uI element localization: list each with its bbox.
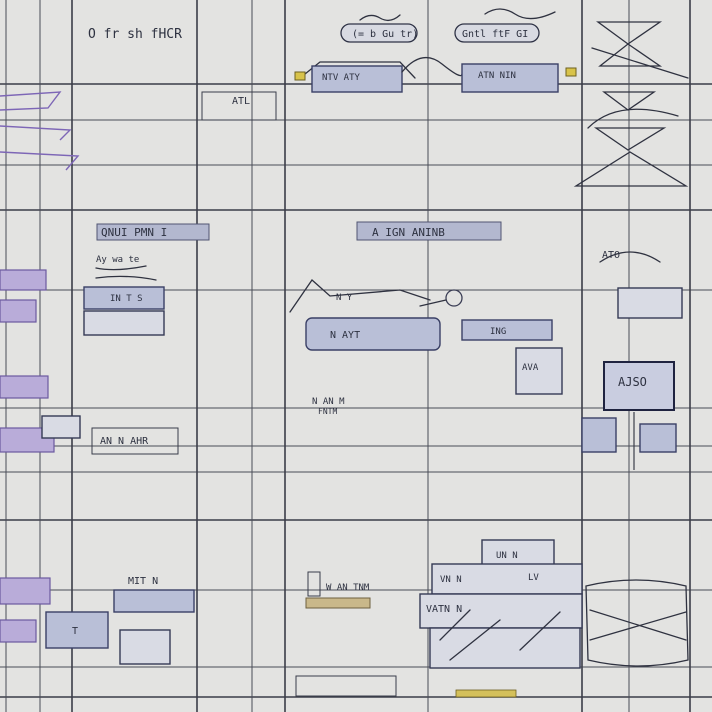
mid-lower-left-frame — [91, 427, 179, 455]
mid-left-notes: Ay wa te — [96, 255, 139, 265]
mid-center-module — [305, 317, 441, 351]
top-module-2-label: ATN NIN — [478, 71, 516, 81]
mid-center-module-label: N AYT — [330, 330, 360, 341]
top-tag-2: Gntl ftF GI — [462, 29, 528, 40]
top-module-1-label: NTV ATY — [322, 73, 361, 83]
mid-title-center: A IGN ANINB — [372, 226, 445, 239]
top-tag-1-scribble — [359, 14, 401, 22]
bottom-right-label-3: LV — [528, 573, 539, 583]
mid-left-scribble — [95, 265, 157, 281]
mid-title-center-frame — [356, 221, 502, 241]
bottom-left-label: MIT N — [128, 576, 158, 587]
top-tag-1: (= b Gu tr) — [352, 29, 418, 40]
bottom-right-label-1: VN N — [440, 575, 462, 585]
mid-center-sub: FNTM — [318, 407, 337, 416]
mid-lower-center: N AN M — [312, 397, 345, 407]
mid-left-box-lower — [83, 310, 165, 336]
mid-right-box-main-label: AJSO — [618, 375, 647, 389]
mid-center-arm — [419, 299, 447, 307]
left-purple-sketches — [0, 91, 80, 643]
bottom-right-structure — [419, 539, 583, 698]
mid-right-top-box — [617, 287, 683, 319]
bottom-left-box-label: T — [72, 626, 78, 637]
bottom-left-small-box — [119, 629, 171, 665]
top-tag-2-scribble — [484, 8, 556, 20]
mid-right-cap: ING — [490, 327, 506, 337]
mid-center-roof — [289, 279, 431, 313]
mid-title-left: QNUI PMN I — [101, 226, 167, 239]
top-small-frame — [201, 91, 277, 121]
bottom-left-wide-box — [113, 589, 195, 613]
top-small-label: ATL — [232, 96, 250, 107]
hourglass-sketch — [573, 21, 689, 187]
bottom-center-frame — [295, 675, 397, 697]
mid-right-box-main — [603, 361, 675, 411]
top-module-1-roof — [299, 61, 416, 79]
mid-right-box-small — [515, 347, 563, 395]
bottom-center-text: W AN TNM — [326, 583, 370, 593]
top-tag-2-frame — [454, 23, 540, 43]
top-module-2-yellow-tab — [565, 67, 577, 77]
mid-left-box — [83, 286, 165, 310]
top-module-1 — [311, 65, 403, 93]
bottom-center-strip — [305, 597, 371, 609]
mid-title-left-frame — [96, 223, 210, 241]
mid-right-note-scribble — [599, 251, 661, 263]
top-module-1-yellow-tab — [294, 71, 306, 81]
mid-left-box-label: IN T S — [110, 294, 143, 304]
bottom-left-box — [45, 611, 109, 649]
bottom-right-head: UN N — [496, 551, 518, 561]
bottom-right-label-2: VATN N — [426, 604, 462, 615]
mid-center-cap: N Y — [336, 293, 353, 303]
bottom-center-post — [307, 571, 321, 597]
mid-center-knob-icon — [445, 289, 463, 307]
mid-right-cap-box — [461, 319, 553, 341]
top-left-note: O fr sh fHCR — [88, 27, 182, 42]
mid-right-box-small-label: AVA — [522, 363, 539, 373]
bottom-right-oval-sketch — [585, 579, 689, 667]
top-module-2 — [461, 63, 559, 93]
mid-right-side-panel-left — [581, 417, 617, 453]
mid-lower-left: AN N AHR — [100, 436, 149, 447]
mid-right-side-panel-right — [639, 423, 677, 453]
top-connector — [401, 56, 463, 77]
mid-left-small-screen — [41, 415, 81, 439]
top-tag-1-frame — [340, 23, 418, 43]
bottom-right-cross-sketch — [589, 609, 687, 641]
